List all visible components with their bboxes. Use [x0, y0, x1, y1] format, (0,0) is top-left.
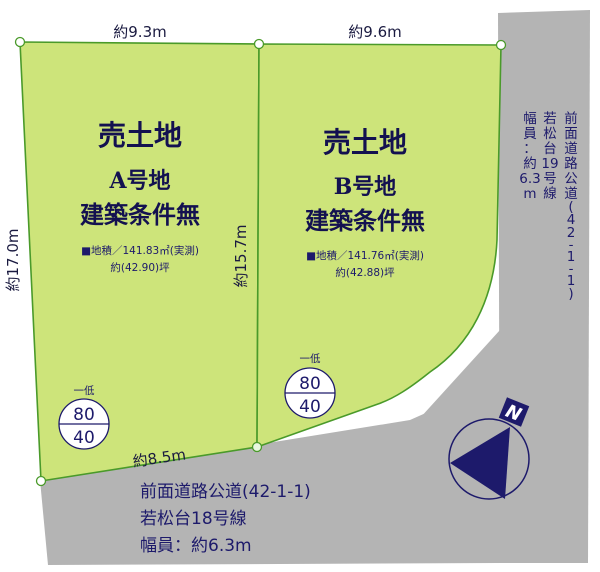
lot-b-tsubo: 約(42.88)坪: [335, 266, 395, 279]
lot-a-area: ■地積／141.83㎡(実測): [81, 244, 199, 257]
zoning-b-floor-ratio: 40: [299, 397, 321, 417]
east-road-col1: 前 面 道 路 公 道 ( 4 2 - 1 - 1 ): [564, 110, 578, 302]
svg-text:道: 道: [564, 141, 578, 157]
south-road-line3: 幅員：約6.3m: [140, 536, 252, 556]
svg-text:道: 道: [564, 186, 578, 202]
svg-text:面: 面: [564, 126, 578, 142]
dimension-middle: 約15.7m: [232, 224, 250, 287]
lot-a-condition: 建築条件無: [80, 200, 200, 229]
zoning-badge-b: 一低 80 40: [284, 352, 336, 419]
svg-text:約: 約: [523, 156, 537, 172]
svg-text:：: ：: [523, 141, 537, 157]
svg-text:1: 1: [567, 273, 576, 289]
svg-text:若: 若: [543, 111, 557, 127]
road-corner: [420, 330, 500, 563]
south-road: [40, 380, 500, 565]
svg-text:2: 2: [567, 225, 576, 241]
corner-marker: [14, 36, 26, 48]
south-road-line1: 前面道路公道(42-1-1): [140, 482, 311, 502]
zoning-a-label: 一低: [74, 384, 95, 397]
svg-text:台: 台: [543, 141, 557, 157]
east-road-col2: 若 松 台 19 号 線: [541, 111, 558, 202]
svg-text:4: 4: [567, 212, 576, 228]
corner-marker: [35, 475, 47, 487]
lot-b-title: 売土地: [323, 126, 407, 159]
lot-b-name: B号地: [334, 174, 397, 200]
compass-north-label: N: [503, 401, 525, 426]
svg-text:路: 路: [564, 156, 578, 172]
svg-text:前: 前: [564, 110, 578, 127]
svg-text:線: 線: [543, 186, 557, 202]
zoning-badge-a: 一低 80 40: [58, 384, 110, 450]
zoning-a-coverage: 80: [73, 405, 95, 425]
svg-text:幅: 幅: [523, 111, 537, 127]
corner-marker: [251, 441, 263, 453]
zoning-a-floor-ratio: 40: [73, 428, 95, 448]
zoning-b-label: 一低: [300, 352, 321, 365]
east-road: [498, 10, 590, 563]
dimension-top-b: 約9.6m: [348, 23, 401, 41]
svg-text:1: 1: [567, 249, 576, 265]
east-road-label: 前 面 道 路 公 道 ( 4 2 - 1 - 1 ) 若 松 台 19 号 線…: [519, 110, 578, 302]
corner-marker: [253, 38, 265, 50]
south-road-line2: 若松台18号線: [140, 509, 247, 529]
lot-b-condition: 建築条件無: [305, 206, 425, 235]
svg-text:員: 員: [523, 126, 537, 142]
lot-b: [256, 43, 502, 449]
lot-a-tsubo: 約(42.90)坪: [110, 261, 170, 274]
svg-text:松: 松: [543, 126, 557, 142]
svg-text:号: 号: [543, 171, 557, 187]
dimension-top-a: 約9.3m: [113, 23, 166, 41]
svg-text:-: -: [569, 237, 574, 253]
svg-text:-: -: [569, 261, 574, 277]
lot-b-area: ■地積／141.76㎡(実測): [306, 249, 424, 262]
svg-text:公: 公: [564, 171, 578, 187]
north-compass-icon: N: [448, 397, 530, 500]
lot-a-title: 売土地: [98, 119, 182, 152]
svg-text:6.3: 6.3: [519, 171, 540, 187]
east-road-col3: 幅 員 ： 約 6.3 m: [519, 111, 540, 202]
svg-text:m: m: [523, 186, 536, 202]
svg-text:): ): [568, 286, 573, 302]
zoning-b-coverage: 80: [299, 374, 321, 394]
svg-text:(: (: [568, 199, 573, 215]
lot-a-name: A号地: [108, 168, 170, 194]
svg-text:19: 19: [541, 156, 558, 172]
corner-marker: [495, 39, 507, 51]
dimension-left-a: 約17.0m: [4, 228, 22, 291]
